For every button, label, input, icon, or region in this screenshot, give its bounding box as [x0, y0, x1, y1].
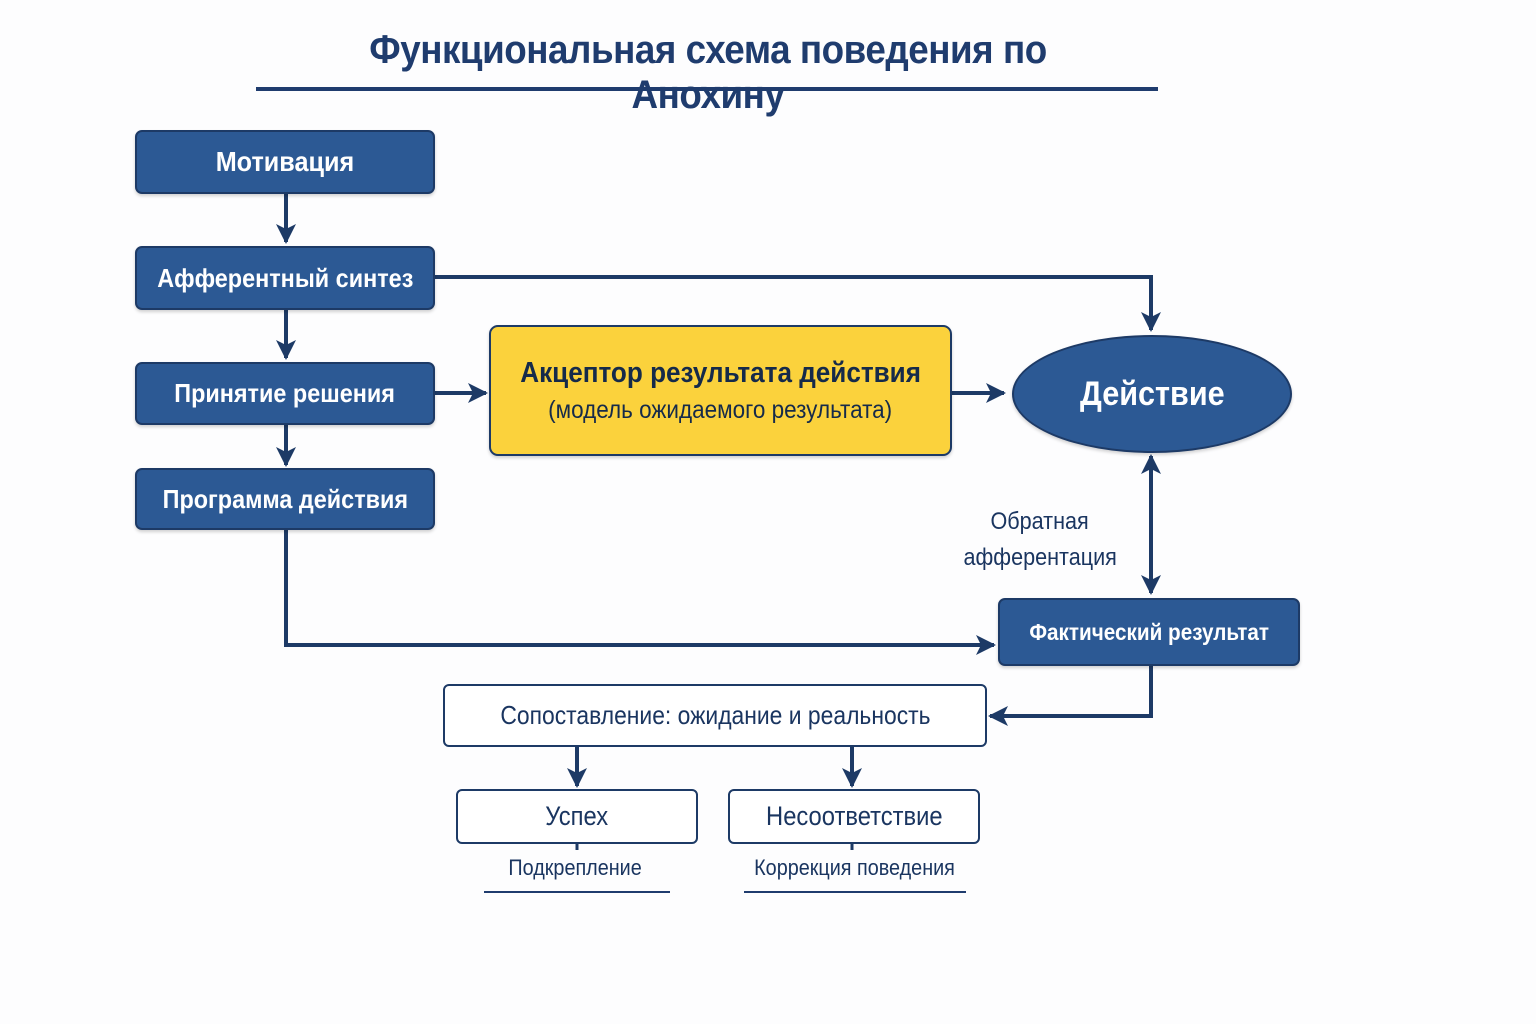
node-comparison-label: Сопоставление: ожидание и реальность: [499, 700, 931, 730]
node-acceptor: Акцептор результата действия (модель ожи…: [489, 325, 952, 456]
node-actual-result-label: Фактический результат: [1029, 618, 1269, 645]
node-actual-result: Фактический результат: [998, 598, 1300, 666]
node-comparison: Сопоставление: ожидание и реальность: [443, 684, 987, 747]
reinforcement-underline: [484, 891, 670, 893]
feedback-afferentation-label: Обратная афферентация: [930, 504, 1150, 576]
node-success-label: Успех: [545, 801, 609, 831]
behavior-correction-text: Коррекция поведения: [754, 855, 956, 880]
edge-result-to-comparison: [988, 665, 1153, 726]
feedback-label-line2: афферентация: [963, 544, 1117, 571]
node-acceptor-title: Акцептор результата действия: [520, 356, 921, 389]
node-mismatch-label: Несоответствие: [765, 801, 943, 831]
node-action: Действие: [1012, 335, 1292, 453]
node-decision-making-label: Принятие решения: [174, 378, 396, 408]
node-decision-making: Принятие решения: [135, 362, 435, 425]
node-success: Успех: [456, 789, 698, 844]
diagram-title: Функциональная схема поведения по Анохин…: [369, 28, 1047, 117]
behavior-correction-label: Коррекция поведения: [730, 855, 980, 881]
node-acceptor-subtitle: (модель ожидаемого результата): [548, 395, 893, 424]
node-action-program-label: Программа действия: [162, 483, 408, 514]
title-underline: [256, 87, 1158, 91]
node-action-label: Действие: [1079, 374, 1225, 413]
edge-program-to-result: [284, 529, 996, 655]
node-afferent-synthesis: Афферентный синтез: [135, 246, 435, 310]
node-mismatch: Несоответствие: [728, 789, 980, 844]
node-motivation-label: Мотивация: [215, 146, 355, 177]
behavior-correction-underline: [744, 891, 966, 893]
node-action-program: Программа действия: [135, 468, 435, 530]
reinforcement-text: Подкрепление: [508, 855, 642, 880]
edge-synthesis-to-action: [434, 275, 1161, 332]
reinforcement-label: Подкрепление: [470, 855, 680, 881]
node-motivation: Мотивация: [135, 130, 435, 194]
feedback-label-line1: Обратная: [990, 508, 1090, 535]
node-afferent-synthesis-label: Афферентный синтез: [156, 262, 414, 293]
